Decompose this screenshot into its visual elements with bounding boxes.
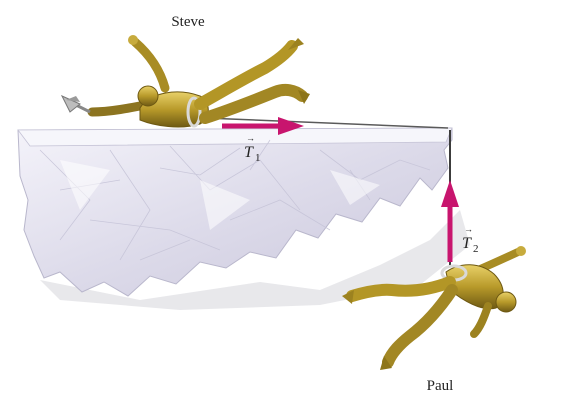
steve-leg-upper <box>194 40 298 110</box>
steve-foot-lower <box>298 90 310 104</box>
label-steve: Steve <box>171 14 205 30</box>
ice-axe-icon <box>60 94 91 114</box>
tension-1-head <box>278 117 304 135</box>
paul-foot-right <box>380 356 392 370</box>
label-tension-1-arrow: → <box>246 133 255 143</box>
ice-highlights <box>60 160 380 230</box>
ice-body <box>17 127 453 297</box>
paul-arm-lower <box>470 302 492 338</box>
label-tension-2-sub: 2 <box>473 243 479 255</box>
paul-foot-left <box>342 290 354 304</box>
climber-paul <box>342 246 526 370</box>
tension-vector-2 <box>441 180 459 262</box>
paul-leg-left <box>346 276 456 302</box>
label-tension-1: → T 1 <box>244 133 261 164</box>
tension-2-head <box>441 180 459 207</box>
label-tension-2-symbol: T <box>462 235 472 252</box>
rope-top-segment <box>204 117 449 129</box>
ice-block <box>17 127 470 310</box>
label-tension-1-sub: 1 <box>255 152 261 164</box>
climber-steve <box>60 35 310 128</box>
label-tension-1-symbol: T <box>244 144 254 161</box>
label-tension-2: → T 2 <box>462 224 479 255</box>
label-paul: Paul <box>427 378 454 394</box>
tension-vector-1 <box>222 117 304 135</box>
steve-harness <box>186 96 202 128</box>
steve-arm-raised <box>130 37 170 93</box>
steve-head <box>137 85 159 107</box>
paul-leg-right <box>382 284 458 368</box>
ice-top-face <box>17 127 453 147</box>
steve-hand-raised <box>128 35 138 45</box>
label-tension-2-arrow: → <box>464 224 473 234</box>
paul-hand-raised <box>516 246 526 256</box>
paul-head <box>495 291 517 313</box>
steve-leg-lower <box>199 83 308 124</box>
ice-shadow <box>40 210 470 310</box>
steve-foot-upper <box>288 38 304 50</box>
